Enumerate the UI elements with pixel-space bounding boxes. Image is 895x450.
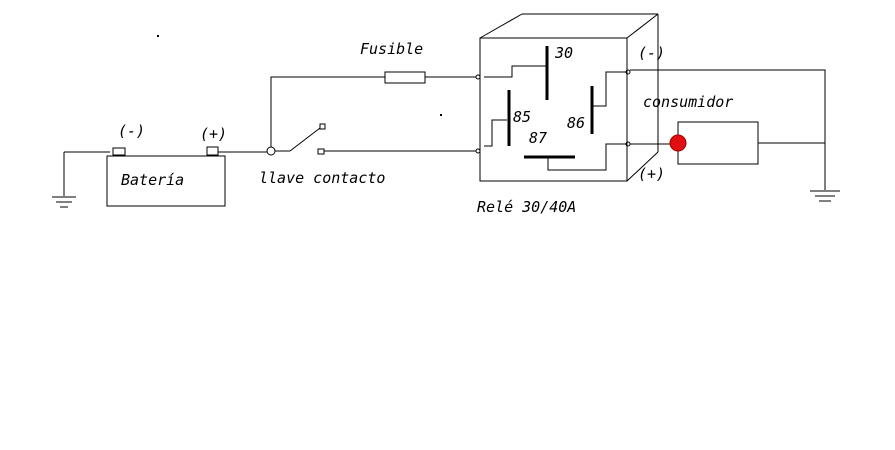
- relay: [479, 13, 659, 182]
- junction-node: [266, 146, 276, 156]
- load-negative-label: (-): [638, 44, 665, 62]
- battery-negative-terminal: [112, 147, 126, 156]
- fuse: [384, 71, 426, 84]
- wire-to-fuse: [270, 76, 385, 147]
- ground-left: [52, 151, 110, 208]
- pin-85-lead: [484, 119, 507, 147]
- battery-label: Batería: [121, 171, 184, 189]
- fuse-label: Fusible: [360, 40, 423, 58]
- battery: [106, 146, 226, 207]
- battery-positive-label: (+): [200, 125, 227, 143]
- pin-30-label: 30: [554, 44, 573, 62]
- relay-label: Relé 30/40A: [477, 198, 576, 216]
- load-label: consumidor: [643, 93, 733, 111]
- relay-terminal-30: [475, 74, 481, 80]
- key-switch: [275, 123, 481, 155]
- relay-terminal-86: [625, 69, 631, 75]
- wire-ground-return: [630, 69, 840, 202]
- load-positive-indicator: [669, 134, 687, 152]
- pin-30-lead: [484, 65, 546, 78]
- battery-negative-label: (-): [118, 122, 145, 140]
- pin-86-label: 86: [567, 114, 585, 132]
- stray-dot: [157, 35, 159, 37]
- pin-86-lead: [593, 71, 627, 107]
- battery-positive-terminal: [206, 146, 219, 156]
- load-positive-label: (+): [638, 165, 665, 183]
- key-switch-label: llave contacto: [259, 169, 385, 187]
- pin-87-label: 87: [529, 129, 547, 147]
- pin-87-lead: [547, 143, 627, 171]
- load-consumer: [677, 121, 759, 165]
- stray-dot: [440, 114, 442, 116]
- pin-85-label: 85: [513, 108, 531, 126]
